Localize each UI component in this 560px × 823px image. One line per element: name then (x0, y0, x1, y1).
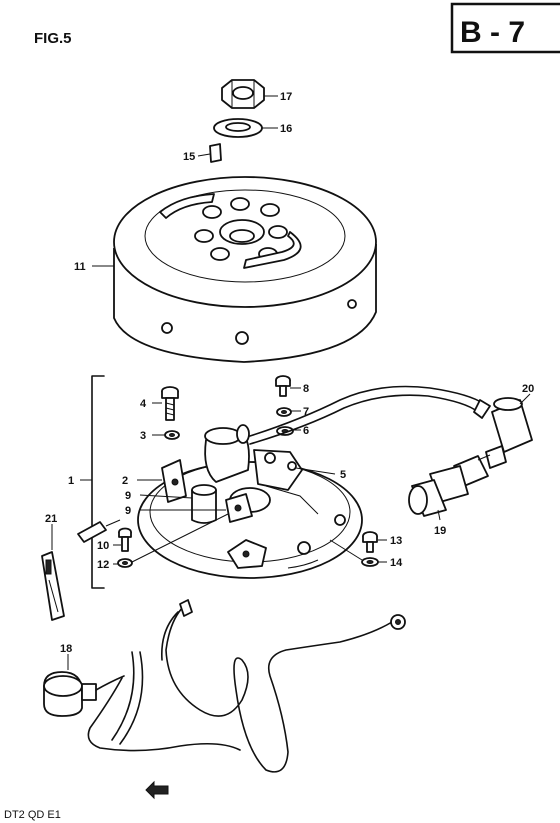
callout-3: 3 (140, 430, 146, 442)
small-washer-3 (164, 430, 180, 440)
callout-11: 12 (97, 559, 109, 571)
callout-2: 2 (122, 475, 128, 487)
callout-21: 21 (45, 513, 57, 525)
ignition-coil-part (161, 424, 250, 524)
sleeve-part (77, 519, 121, 543)
callout-16: 15 (183, 151, 195, 163)
high-tension-lead-part (249, 385, 533, 469)
washer-part-11 (117, 558, 133, 568)
key-part (209, 143, 222, 163)
washer-part-14 (361, 557, 379, 567)
callout-4: 4 (140, 398, 147, 410)
nut-part (221, 79, 265, 109)
clip-part (41, 551, 65, 621)
callout-20: 20 (522, 383, 534, 395)
callout-9b: 9 (125, 505, 131, 517)
screw-part-13 (362, 531, 378, 553)
figure-label: FIG.5 (34, 30, 72, 47)
spark-plug-part (408, 454, 491, 517)
callout-12: 11 (74, 261, 86, 273)
model-code: DT2 QD E1 (4, 809, 61, 821)
callout-7: 7 (303, 406, 309, 418)
stop-switch-part (43, 671, 125, 717)
callout-6: 6 (303, 425, 309, 437)
callout-10: 10 (97, 540, 109, 552)
washer-part-7 (276, 407, 292, 417)
callout-1: 1 (68, 475, 74, 487)
callout-18: 17 (280, 91, 292, 103)
page-code: B - 7 (460, 16, 525, 49)
callout-15: 19 (434, 525, 446, 537)
screw-part-10 (118, 527, 132, 552)
callout-5: 5 (340, 469, 346, 481)
pulser-part (225, 449, 319, 523)
wire-harness-part (87, 599, 406, 773)
callout-8: 8 (303, 383, 309, 395)
assembly-bracket (91, 375, 105, 589)
screw-part-4 (161, 386, 179, 421)
direction-arrow-icon (145, 780, 169, 800)
washer-part (213, 118, 263, 138)
callout-17: 16 (280, 123, 292, 135)
screw-part-8 (275, 375, 291, 397)
callout-13: 13 (390, 535, 402, 547)
callout-14: 14 (390, 557, 403, 569)
page-code-box: B - 7 (450, 2, 560, 54)
flywheel-part (113, 176, 377, 363)
callout-19: 18 (60, 643, 72, 655)
callout-9a: 9 (125, 490, 131, 502)
